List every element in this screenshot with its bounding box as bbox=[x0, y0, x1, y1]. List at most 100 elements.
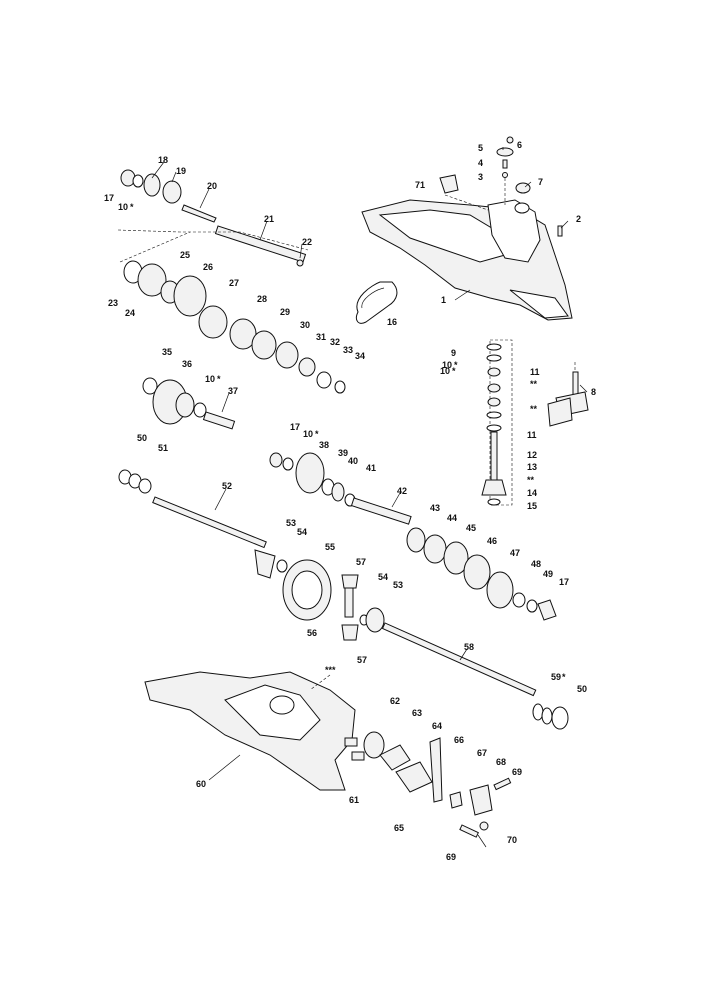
callout-8: 8 bbox=[591, 387, 596, 397]
gear-row bbox=[406, 527, 557, 621]
callout-58: 58 bbox=[464, 642, 474, 652]
left-axle-assembly bbox=[118, 469, 288, 579]
callout-5: 5 bbox=[478, 143, 483, 153]
callout-25: 25 bbox=[180, 250, 190, 260]
callout-60: 60 bbox=[196, 779, 206, 789]
callout-54-a: 54 bbox=[297, 527, 307, 537]
callout-43: 43 bbox=[430, 503, 440, 513]
callout-47: 47 bbox=[510, 548, 520, 558]
callout-71: 71 bbox=[415, 180, 425, 190]
lower-housing bbox=[144, 671, 356, 791]
callout-10-star-c: * bbox=[217, 374, 221, 384]
callout-32: 32 bbox=[330, 337, 340, 347]
callout-67: 67 bbox=[477, 748, 487, 758]
callout-20: 20 bbox=[207, 181, 217, 191]
callout-23: 23 bbox=[108, 298, 118, 308]
lower-bracket-parts bbox=[344, 731, 512, 838]
callout-4: 4 bbox=[478, 158, 483, 168]
vertical-shaft-stack bbox=[481, 339, 513, 506]
callout-17-a: 17 bbox=[104, 193, 114, 203]
callout-dstar-c: ** bbox=[527, 475, 535, 485]
callout-3: 3 bbox=[478, 172, 483, 182]
callout-29: 29 bbox=[280, 307, 290, 317]
callout-59-star: * bbox=[562, 672, 566, 682]
callout-69-a: 69 bbox=[512, 767, 522, 777]
callout-50-b: 50 bbox=[577, 684, 587, 694]
bracket-assembly bbox=[547, 362, 589, 427]
callout-38: 38 bbox=[319, 440, 329, 450]
callout-27: 27 bbox=[229, 278, 239, 288]
upper-housing bbox=[361, 199, 573, 321]
callout-10-star-d: * bbox=[315, 429, 319, 439]
callout-7: 7 bbox=[538, 177, 543, 187]
callout-49: 49 bbox=[543, 569, 553, 579]
callout-10-star-e: * bbox=[452, 366, 456, 376]
callout-65: 65 bbox=[394, 823, 404, 833]
callout-17-b: 17 bbox=[290, 422, 300, 432]
callout-13: 13 bbox=[527, 462, 537, 472]
callout-10-d: 10 bbox=[303, 429, 313, 439]
callout-51: 51 bbox=[158, 443, 168, 453]
callout-10-star-b: * bbox=[130, 202, 134, 212]
bevel-gear-assembly bbox=[269, 452, 412, 525]
callout-45: 45 bbox=[466, 523, 476, 533]
callout-44: 44 bbox=[447, 513, 457, 523]
callout-19: 19 bbox=[176, 166, 186, 176]
callout-17-c: 17 bbox=[559, 577, 569, 587]
callout-22: 22 bbox=[302, 237, 312, 247]
callout-31: 31 bbox=[316, 332, 326, 342]
callout-37: 37 bbox=[228, 386, 238, 396]
callout-50-a: 50 bbox=[137, 433, 147, 443]
callout-53-a: 53 bbox=[286, 518, 296, 528]
callout-40: 40 bbox=[348, 456, 358, 466]
callout-48: 48 bbox=[531, 559, 541, 569]
callout-41: 41 bbox=[366, 463, 376, 473]
gear-cluster bbox=[119, 231, 346, 394]
differential-assembly bbox=[282, 559, 385, 641]
callout-57-b: 57 bbox=[357, 655, 367, 665]
callout-66: 66 bbox=[454, 735, 464, 745]
callout-16: 16 bbox=[387, 317, 397, 327]
callout-dstar-a: ** bbox=[530, 379, 538, 389]
callout-10-c: 10 bbox=[205, 374, 215, 384]
callout-52: 52 bbox=[222, 481, 232, 491]
callout-18: 18 bbox=[158, 155, 168, 165]
callout-54-b: 54 bbox=[378, 572, 388, 582]
leader-lines bbox=[151, 147, 588, 848]
upper-left-shaft-assembly bbox=[117, 169, 309, 267]
callout-labels: 1 2 3 4 5 6 7 8 9 10 * 11 ** ** 11 12 13… bbox=[104, 140, 596, 862]
callout-1: 1 bbox=[441, 295, 446, 305]
callout-2: 2 bbox=[576, 214, 581, 224]
right-axle-assembly bbox=[381, 622, 569, 730]
callout-11-b: 11 bbox=[527, 430, 537, 440]
callout-15: 15 bbox=[527, 501, 537, 511]
callout-39: 39 bbox=[338, 448, 348, 458]
callout-10-star-a: * bbox=[454, 360, 458, 370]
callout-24: 24 bbox=[125, 308, 135, 318]
callout-35: 35 bbox=[162, 347, 172, 357]
callout-59: 59 bbox=[551, 672, 561, 682]
callout-28: 28 bbox=[257, 294, 267, 304]
callout-62: 62 bbox=[390, 696, 400, 706]
callout-10-e: 10 bbox=[440, 366, 450, 376]
callout-56: 56 bbox=[307, 628, 317, 638]
callout-triple-star: *** bbox=[325, 665, 336, 675]
callout-68: 68 bbox=[496, 757, 506, 767]
callout-64: 64 bbox=[432, 721, 442, 731]
callout-10-b: 10 bbox=[118, 202, 128, 212]
callout-11-a: 11 bbox=[530, 367, 540, 377]
callout-10-a: 10 bbox=[442, 360, 452, 370]
callout-6: 6 bbox=[517, 140, 522, 150]
callout-69-b: 69 bbox=[446, 852, 456, 862]
callout-61: 61 bbox=[349, 795, 359, 805]
callout-9: 9 bbox=[451, 348, 456, 358]
callout-63: 63 bbox=[412, 708, 422, 718]
callout-55: 55 bbox=[325, 542, 335, 552]
double-gear-assembly bbox=[142, 377, 236, 430]
callout-12: 12 bbox=[527, 450, 537, 460]
callout-21: 21 bbox=[264, 214, 274, 224]
callout-70: 70 bbox=[507, 835, 517, 845]
callout-53-b: 53 bbox=[393, 580, 403, 590]
callout-14: 14 bbox=[527, 488, 537, 498]
